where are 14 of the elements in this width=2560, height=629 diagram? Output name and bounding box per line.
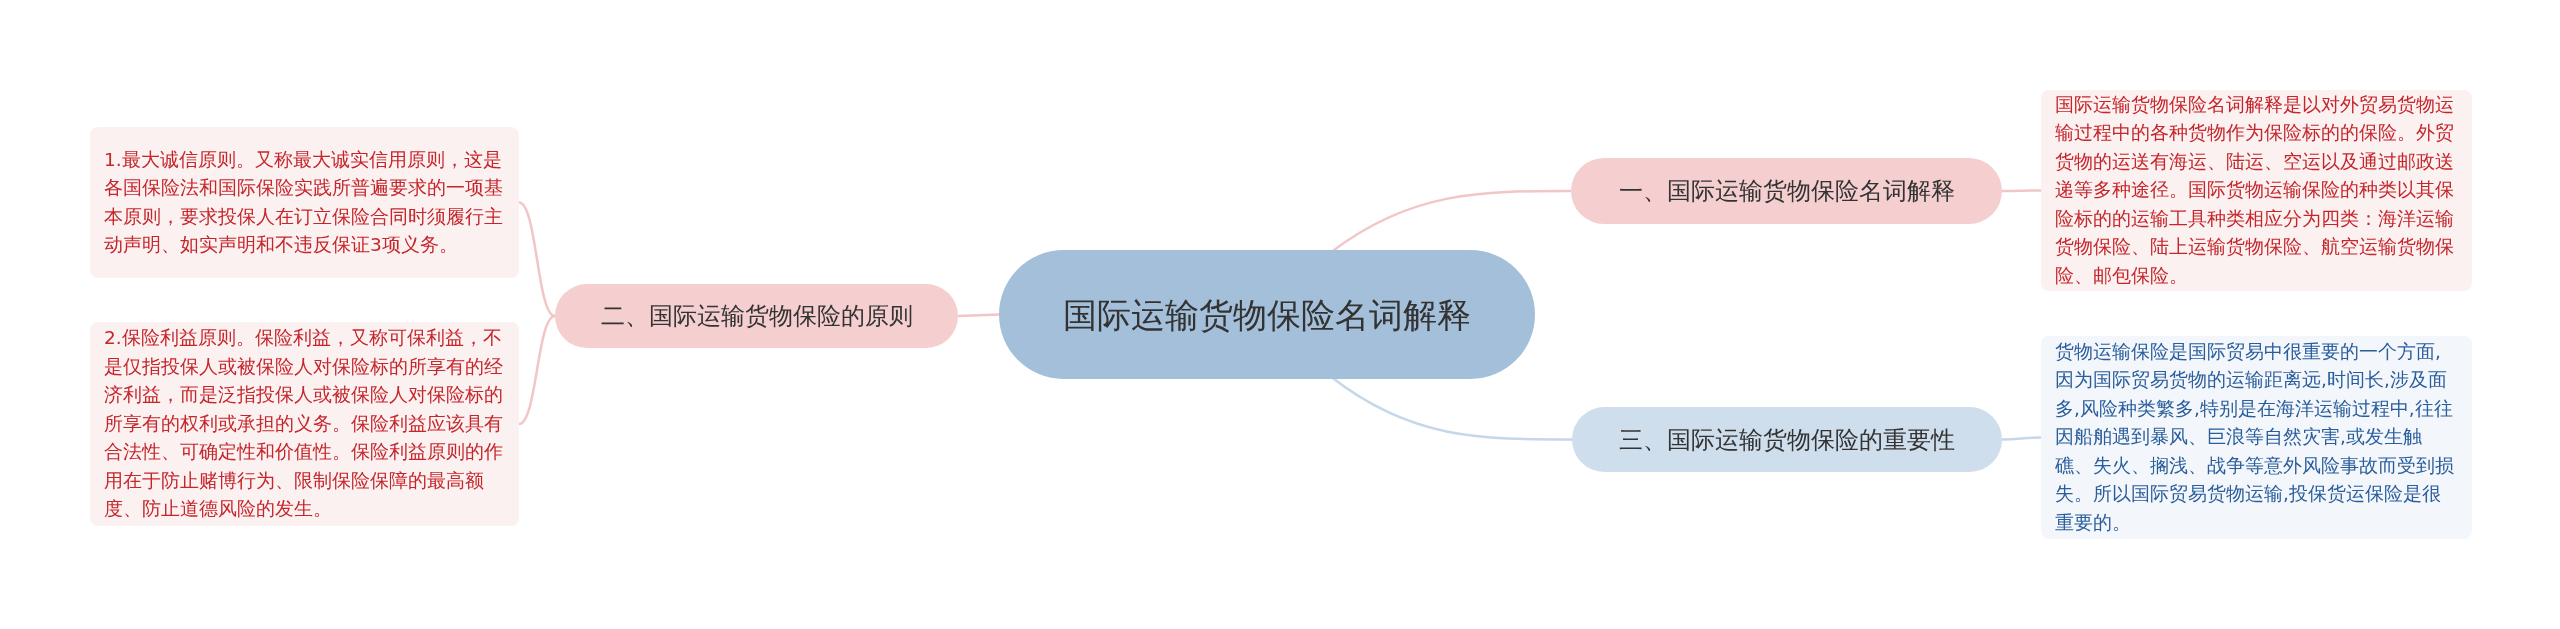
topic-box: 国际运输货物保险名词解释	[999, 250, 1535, 379]
connector-line	[957, 313, 1000, 318]
text-card: 2.保险利益原则。保险利益，又称可保利益，不是仅指投保人或被保险人对保险标的所享有的经济利益，而是泛指投保人或被保险人对保险标的所享有的权利或承担的义务。保险利益应该具有合法性、可确定性和价值性。保险利益原则的作用在于防止赌博行为、限制保险保障的最高额度、防止道德风险的发生。	[90, 322, 519, 526]
connector-line	[518, 314, 556, 426]
connector-line	[2002, 436, 2041, 441]
branch-box: 一、国际运输货物保险名词解释	[1571, 158, 2002, 224]
branch-box: 三、国际运输货物保险的重要性	[1572, 407, 2002, 472]
connector-line	[518, 201, 556, 318]
text-card: 货物运输保险是国际贸易中很重要的一个方面,因为国际贸易货物的运输距离远,时间长,涉及面多,风险种类繁多,特别是在海洋运输过程中,往往因船舶遇到暴风、巨浪等自然灾害,或发生触礁、失火、搁浅、战争等意外风险事故而受到损失。所以国际贸易货物运输,投保货运保险是很重要的。	[2041, 336, 2472, 539]
branch-box: 二、国际运输货物保险的原则	[555, 284, 958, 348]
text-card: 1.最大诚信原则。又称最大诚实信用原则，这是各国保险法和国际保险实践所普遍要求的一项基本原则，要求投保人在订立保险合同时须履行主动声明、如实声明和不违反保证3项义务。	[90, 127, 519, 278]
text-card: 国际运输货物保险名词解释是以对外贸易货物运输过程中的各种货物作为保险标的的保险。外贸货物的运送有海运、陆运、空运以及通过邮政送递等多种途径。国际货物运输保险的种类以其保险标的的运输工具种类相应分为四类：海洋运输货物保险、陆上运输货物保险、航空运输货物保险、邮包保险。	[2041, 90, 2472, 291]
connector-line	[1330, 376, 1572, 441]
connector-line	[2002, 189, 2041, 193]
